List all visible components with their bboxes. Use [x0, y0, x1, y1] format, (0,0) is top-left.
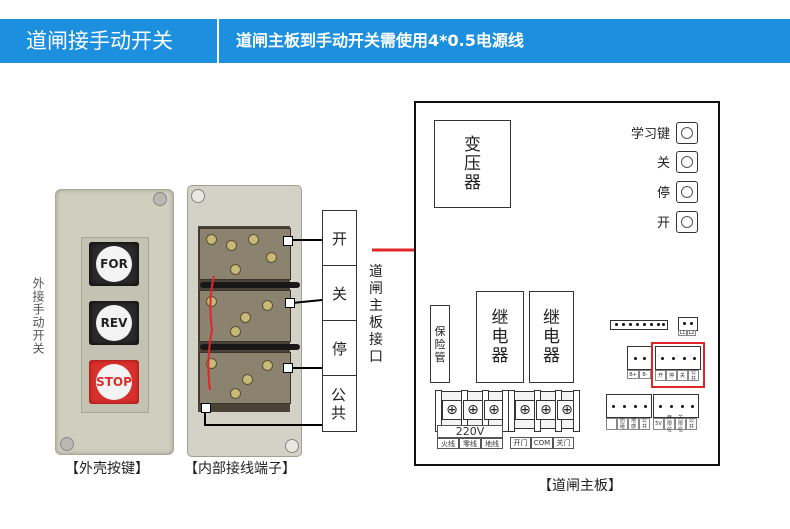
terminal-screw-icon: [536, 400, 556, 420]
relay-2: 继电器: [529, 291, 574, 383]
close-key-button[interactable]: [676, 151, 698, 173]
terminal-label-column: 开 关 停 公共: [322, 210, 357, 432]
neutral-wire-label: 零线: [459, 438, 481, 449]
rev-button[interactable]: REV: [89, 301, 139, 345]
terminal-screw-icon: [262, 360, 273, 371]
header-title: 道闸接手动开关: [26, 29, 173, 53]
key-label-stop: 停: [656, 186, 670, 201]
terminal-screw-icon: [262, 300, 273, 311]
for-button-label: FOR: [96, 246, 132, 282]
pin-label: 防砸: [617, 418, 628, 430]
terminal-screw-icon: [206, 234, 217, 245]
divider-bar: [200, 282, 300, 288]
manual-switch-connector-highlight: [651, 342, 705, 388]
relay-1: 继电器: [476, 291, 524, 383]
terminal-caption: 【内部接线端子】: [184, 461, 296, 477]
pin-label: 5V: [653, 418, 664, 430]
label-open: 开: [323, 211, 356, 266]
ground-wire-label: 地线: [481, 438, 503, 449]
pin-header: [610, 320, 668, 330]
terminal-screw-icon: [230, 326, 241, 337]
terminal-screw-icon: [230, 388, 241, 399]
screw-hole-icon: [285, 439, 299, 453]
switch-side-label: 外接手动开关: [31, 277, 45, 355]
screw-icon: [60, 437, 74, 451]
power-terminal-strip: [435, 390, 509, 432]
terminal-screw-icon: [248, 234, 259, 245]
voltage-label: 220V: [437, 425, 503, 438]
com-label: COM: [531, 437, 553, 449]
relay-terminal-strip: [508, 390, 580, 432]
switch-caption: 【外壳按键】: [65, 461, 149, 477]
pin-label-open: 开: [655, 370, 666, 381]
pin-label: 公共: [686, 418, 697, 430]
screw-hole-icon: [191, 189, 205, 203]
header-subtitle: 道闸主板到手动开关需使用4*0.5电源线: [236, 31, 524, 50]
pin-label: L1: [678, 330, 687, 336]
pin-label: 地感: [628, 418, 639, 430]
terminal-screw-icon: [515, 400, 535, 420]
live-wire-label: 火线: [437, 438, 459, 449]
key-label-open: 开: [656, 216, 670, 231]
open-key-button[interactable]: [676, 211, 698, 233]
wire-close: [291, 299, 323, 304]
limit-connector: [653, 394, 699, 418]
pin-label: L2: [687, 330, 696, 336]
board-interface-label: 道闸主板接口: [369, 264, 383, 365]
terminal-screw-icon: [266, 252, 277, 263]
stop-key-button[interactable]: [676, 181, 698, 203]
pin-label: 关限位: [675, 415, 686, 433]
pin-label-stop: 停: [666, 370, 677, 381]
fuse: 保险管: [430, 305, 450, 383]
stop-button[interactable]: STOP: [89, 360, 139, 404]
pin-label: B+: [627, 370, 639, 379]
terminal-screw-icon: [484, 400, 504, 420]
key-label-learn: 学习键: [630, 127, 670, 142]
terminal-screw-icon: [463, 400, 483, 420]
transformer: 变压器: [434, 120, 511, 208]
terminal-node: [285, 298, 295, 308]
terminal-node: [283, 236, 293, 246]
key-label-close: 关: [656, 156, 670, 171]
terminal-node: [283, 363, 293, 373]
board-caption: 【道闸主板】: [538, 478, 622, 494]
manual-switch-connector: [655, 346, 701, 370]
terminal-screw-icon: [230, 264, 241, 275]
rev-button-label: REV: [96, 305, 132, 341]
l1-l2-connector: [678, 317, 698, 331]
open-gate-label: 开门: [510, 437, 531, 449]
for-button[interactable]: FOR: [89, 242, 139, 286]
loop-connector: [627, 346, 653, 370]
terminal-screw-icon: [226, 240, 237, 251]
screw-icon: [153, 192, 167, 206]
terminal-screw-icon: [206, 358, 217, 369]
pin-label: B-: [639, 370, 651, 379]
pin-label-close: 关: [677, 370, 688, 381]
header-divider: [217, 19, 219, 63]
header-banner: [0, 19, 790, 63]
stop-button-label: STOP: [96, 364, 132, 400]
pin-label: [606, 418, 617, 430]
internal-jumper-wire: [207, 275, 215, 391]
label-close: 关: [323, 266, 356, 321]
wire-common: [204, 408, 322, 426]
pin-label-common: 公共: [688, 370, 699, 382]
pin-label: 公共: [639, 418, 650, 430]
close-gate-label: 关门: [553, 437, 574, 449]
terminal-screw-icon: [242, 374, 253, 385]
learn-key-button[interactable]: [676, 122, 698, 144]
label-common: 公共: [331, 385, 347, 422]
pin-label: 开限位: [664, 415, 675, 433]
terminal-node: [201, 403, 211, 413]
label-stop: 停: [323, 321, 356, 376]
terminal-screw-icon: [442, 400, 462, 420]
terminal-screw-icon: [240, 312, 251, 323]
divider-bar: [200, 344, 300, 350]
sensor-connector: [606, 394, 652, 418]
